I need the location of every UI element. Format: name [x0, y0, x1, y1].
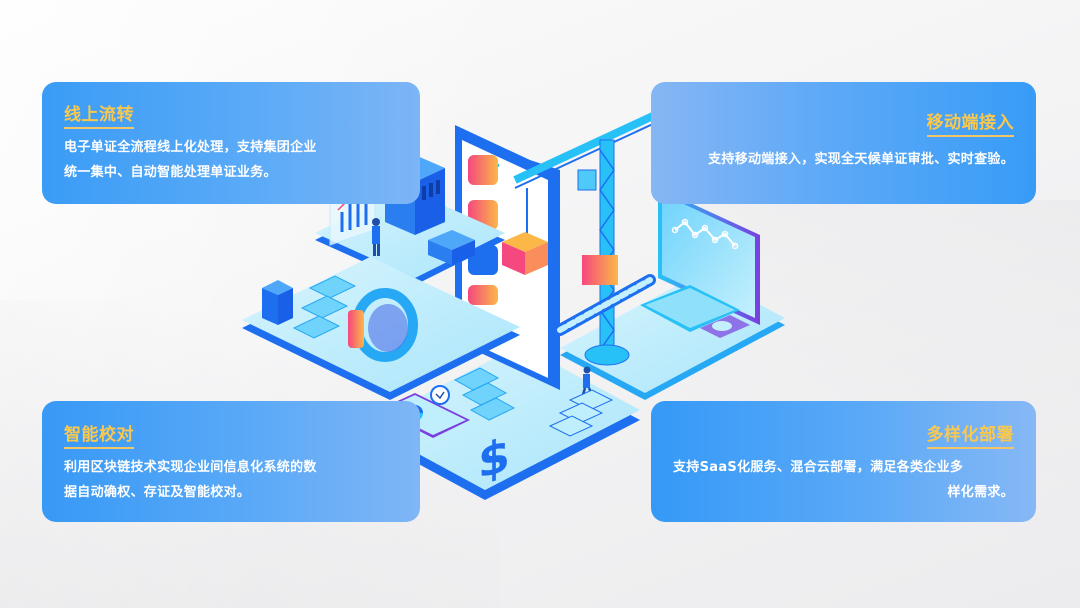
card-title: 线上流转 — [64, 104, 134, 129]
crate — [502, 232, 548, 275]
feature-card-online-circulation: 线上流转 电子单证全流程线上化处理，支持集团企业 统一集中、自动智能处理单证业务… — [42, 82, 420, 204]
feature-card-mobile-access: 移动端接入 支持移动端接入，实现全天候单证审批、实时查验。 — [651, 82, 1036, 204]
card-title: 智能校对 — [64, 424, 134, 449]
feature-card-smart-verification: 智能校对 利用区块链技术实现企业间信息化系统的数 据自动确权、存证及智能校对。 — [42, 401, 420, 522]
card-body-line: 统一集中、自动智能处理单证业务。 — [64, 165, 277, 180]
card-body: 利用区块链技术实现企业间信息化系统的数 据自动确权、存证及智能校对。 — [64, 455, 398, 505]
card-body: 支持SaaS化服务、混合云部署，满足各类企业多 样化需求。 — [673, 455, 1014, 505]
card-body-line: 支持SaaS化服务、混合云部署，满足各类企业多 — [673, 460, 964, 475]
clock-icon — [430, 385, 450, 405]
small-box — [428, 230, 475, 265]
conveyor-belt — [554, 274, 656, 336]
feature-card-diverse-deployment: 多样化部署 支持SaaS化服务、混合云部署，满足各类企业多 样化需求。 — [651, 401, 1036, 522]
stacked-tiles — [453, 367, 516, 421]
crate-on-conveyor — [582, 255, 618, 285]
card-title-wrap: 线上流转 — [64, 82, 398, 129]
card-title-wrap: 多样化部署 — [673, 424, 1014, 449]
server — [262, 280, 293, 325]
card-body: 电子单证全流程线上化处理，支持集团企业 统一集中、自动智能处理单证业务。 — [64, 135, 398, 185]
card-body-line: 样化需求。 — [947, 485, 1014, 500]
card-body-line: 电子单证全流程线上化处理，支持集团企业 — [64, 140, 317, 155]
card-body: 支持移动端接入，实现全天候单证审批、实时查验。 — [673, 147, 1014, 172]
app-tiles — [292, 275, 357, 339]
mouse-pad — [700, 315, 750, 338]
card-body-line: 利用区块链技术实现企业间信息化系统的数 — [64, 460, 317, 475]
card-title-wrap: 智能校对 — [64, 401, 398, 449]
keyboard — [640, 285, 740, 332]
bottom-platform — [365, 345, 640, 500]
card-title: 多样化部署 — [926, 424, 1014, 449]
svg-text:$: $ — [478, 429, 510, 491]
card-title-wrap: 移动端接入 — [673, 112, 1014, 137]
smartwatch — [348, 288, 418, 362]
isometric-illustration: $ — [242, 111, 785, 500]
step-tiles — [548, 389, 614, 437]
card-title: 移动端接入 — [926, 112, 1014, 137]
monitor-chart — [658, 188, 760, 325]
person-presenting — [372, 218, 380, 256]
card-body-line: 支持移动端接入，实现全天候单证审批、实时查验。 — [708, 152, 1014, 167]
dollar-sign: $ — [478, 429, 510, 491]
card-body-line: 据自动确权、存证及智能校对。 — [64, 485, 251, 500]
